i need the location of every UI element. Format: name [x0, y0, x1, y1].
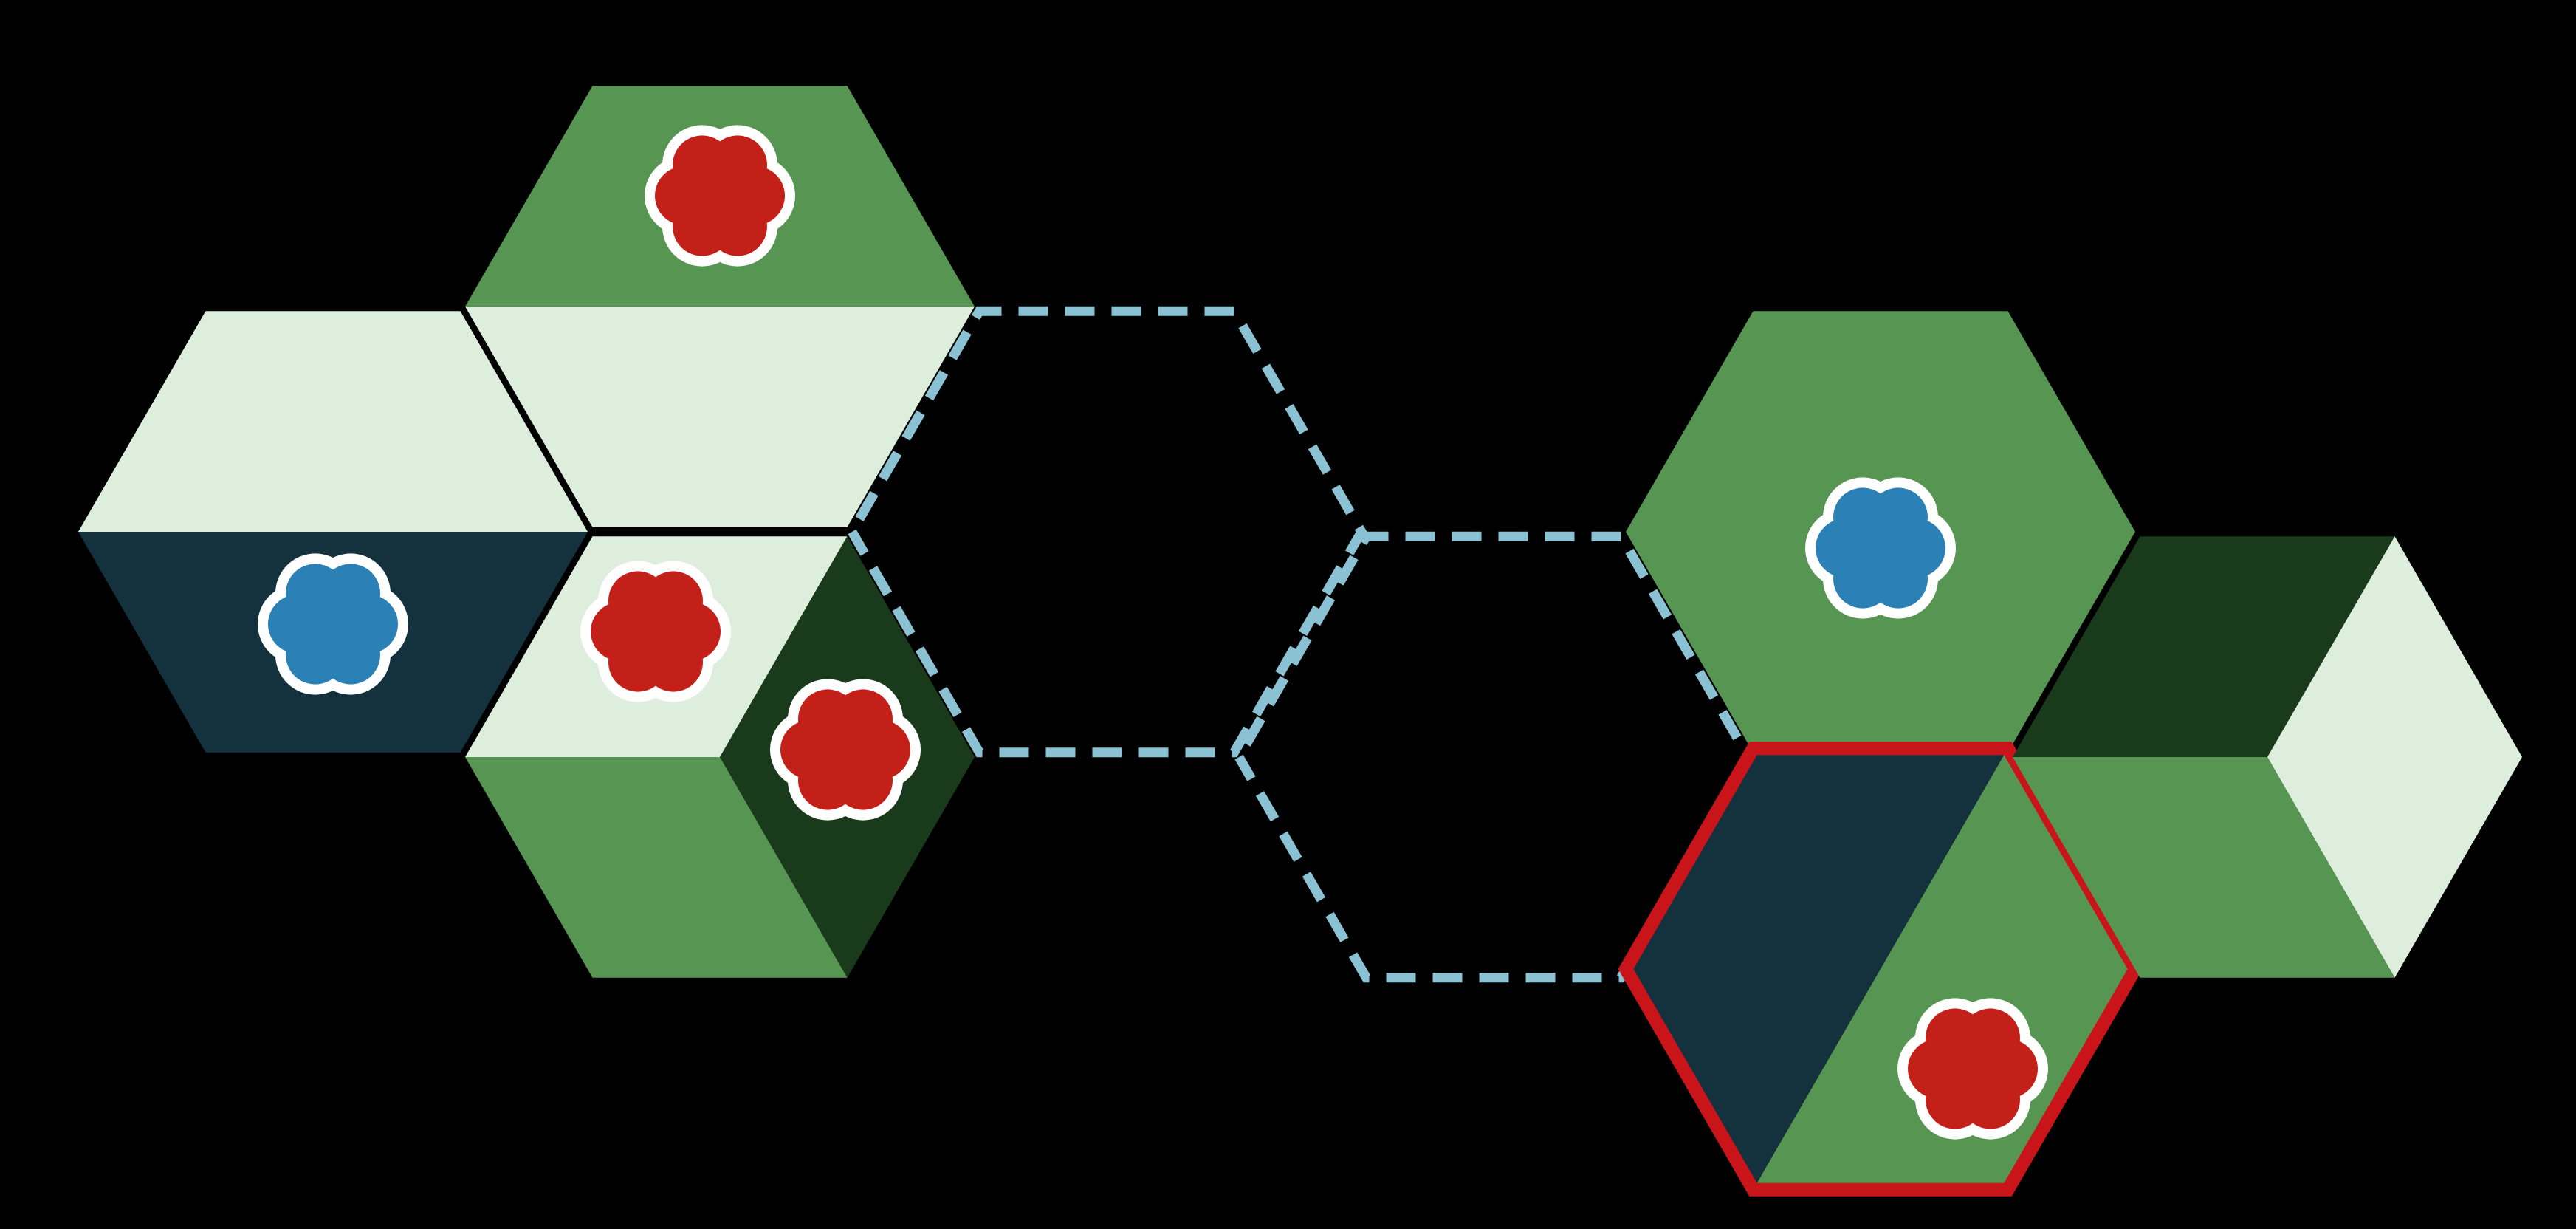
flower-icon-blue	[258, 553, 408, 695]
flower-petal	[321, 564, 380, 623]
tile-face-cube-right	[2267, 536, 2522, 978]
tile-face-diagonal-left	[1626, 748, 2008, 1190]
flower-petal	[644, 571, 703, 631]
empty-slot-left[interactable]	[846, 306, 1367, 758]
flower-petal	[1869, 487, 1928, 547]
flower-icon-red	[1897, 998, 2048, 1140]
tile-right-upper[interactable]	[1626, 311, 2135, 753]
tile-face-bottom-half	[465, 307, 975, 527]
flower-icon-red	[770, 679, 921, 821]
tile-face-top-half	[78, 311, 588, 532]
flower-petal	[834, 689, 893, 749]
tile-top-left-lower[interactable]	[465, 536, 975, 978]
flower-petal	[1961, 1008, 2020, 1068]
flower-icon-red	[580, 561, 731, 702]
tile-face-cube-lower-left	[465, 757, 848, 978]
tile-right-lower-highlighted[interactable]	[1618, 742, 2143, 1197]
tile-top-left-upper[interactable]	[465, 86, 975, 527]
flower-icon-blue	[1805, 477, 1956, 619]
tile-far-left[interactable]	[78, 311, 588, 753]
tile-face-cube-lower-left	[2013, 757, 2395, 978]
tile-far-right[interactable]	[2013, 536, 2522, 978]
tile-face-cube-upper-left	[2013, 536, 2395, 757]
flower-icon-red	[645, 125, 795, 267]
flower-petal	[708, 135, 767, 195]
